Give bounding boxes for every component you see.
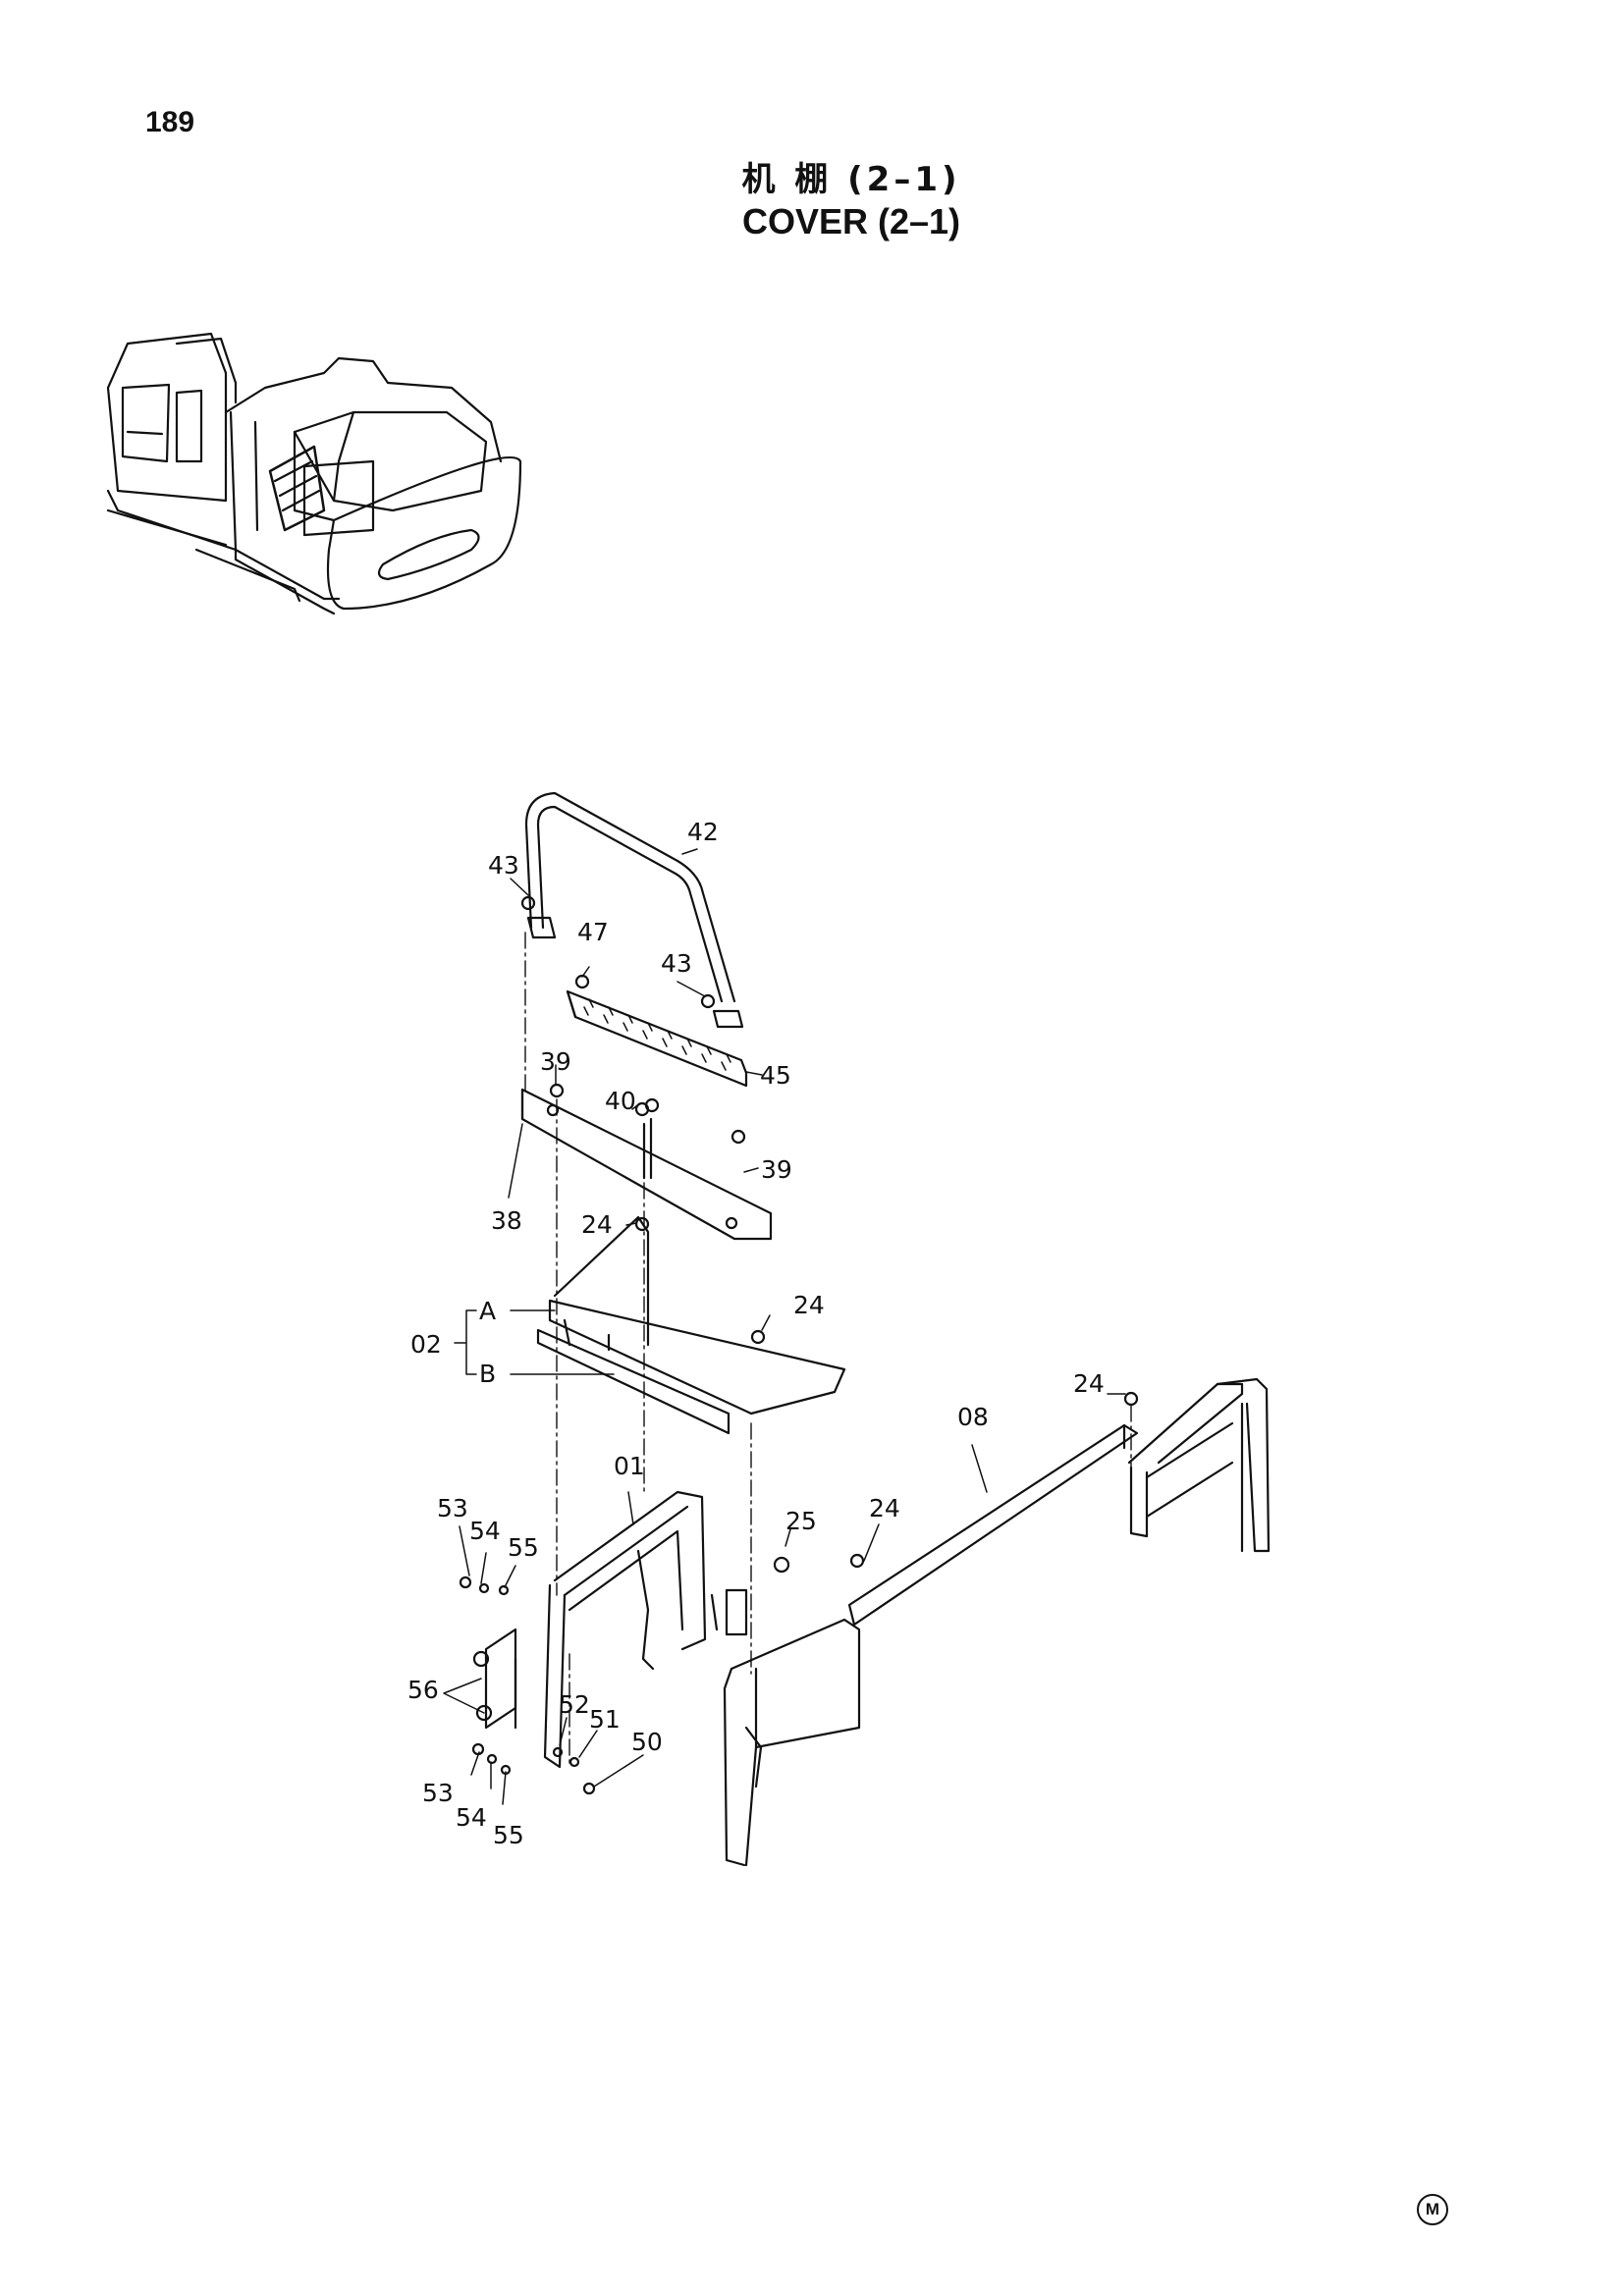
callout-42: 42 [687,818,719,846]
part-08-cover [847,1423,1139,1627]
callout-53: 53 [422,1779,454,1807]
callout-40: 40 [605,1087,636,1115]
callout-24: 24 [793,1291,825,1319]
part-38-bracket [520,1083,773,1241]
callout-45: 45 [760,1061,791,1090]
callout-55: 55 [508,1533,539,1562]
callout-54: 54 [469,1517,501,1545]
callout-24: 24 [581,1210,613,1239]
callout-53: 53 [437,1494,468,1522]
callout-55: 55 [493,1821,524,1849]
part-01-frame [543,1490,748,1769]
title-chinese: 机 棚 (2–1) [741,160,961,199]
left-bottom-cover [723,1618,861,1867]
callout-B: B [479,1360,496,1388]
page-number: 189 [145,106,195,138]
fasteners [459,1553,865,1795]
callout-25: 25 [785,1507,817,1535]
callout-43: 43 [488,851,519,880]
callout-39: 39 [540,1047,571,1076]
manufacturer-mark: M [1417,2194,1448,2225]
callout-39: 39 [761,1155,792,1184]
callout-52: 52 [559,1690,590,1719]
excavator-key-view [106,332,522,615]
callout-56: 56 [407,1676,439,1704]
callout-54: 54 [456,1803,487,1832]
callout-24: 24 [1073,1369,1105,1398]
callout-24: 24 [869,1494,900,1522]
title-english: COVER (2–1) [741,201,961,241]
callout-38: 38 [491,1206,522,1235]
part-42-handrail [520,791,744,1029]
part-02-frame [536,1215,846,1435]
leader-lines [443,848,1126,1805]
part-56-bracket [472,1628,517,1730]
right-frame [1123,1377,1271,1553]
callout-08: 08 [957,1403,989,1431]
callout-47: 47 [577,918,609,946]
callout-50: 50 [631,1728,663,1756]
assembly-lines [524,932,1132,1768]
callout-43: 43 [661,949,692,978]
part-45-step-plate [566,974,748,1088]
callout-01: 01 [614,1452,645,1480]
callout-02: 02 [410,1330,442,1359]
callout-51: 51 [589,1705,621,1734]
callout-A: A [479,1297,496,1325]
